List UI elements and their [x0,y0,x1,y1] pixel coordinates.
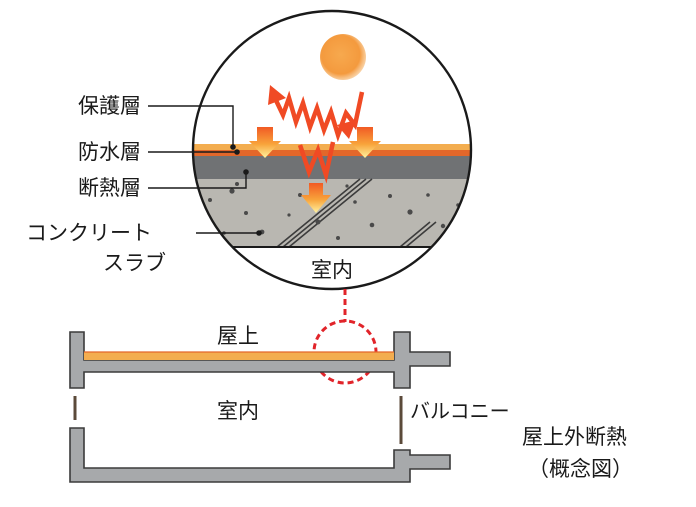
magnified-section: 室内 [191,9,473,291]
balcony-label: バルコニー [410,399,510,423]
concrete-slab-label-2: スラブ [103,251,166,275]
indoor-label-building: 室内 [217,399,259,423]
rooftop-label: 屋上 [217,324,259,348]
caption-subtitle: （概念図） [528,457,633,481]
concrete-slab-label-1: コンクリート [26,221,152,245]
waterproof-layer-label: 防水層 [78,140,141,164]
heat-arrowheads [268,85,356,139]
caption-title: 屋上外断熱 [522,425,627,449]
insulation-layer-label: 断熱層 [78,176,141,200]
insulation-layer-band [193,156,471,179]
rebar-lines [276,178,437,248]
floor-slab [69,427,451,483]
indoor-label-circle: 室内 [311,258,353,282]
concrete-slab-band [193,179,471,247]
layer-labels: 保護層 防水層 断熱層 コンクリート スラブ [26,94,262,275]
sun-icon [320,34,366,80]
heat-wave-arrow-icon [269,90,365,184]
walls [73,396,403,444]
waterproof-layer-band [193,150,471,156]
down-arrow-icon [249,127,381,213]
protection-layer-label: 保護層 [78,94,141,118]
roof-insulation-strip [84,352,394,360]
